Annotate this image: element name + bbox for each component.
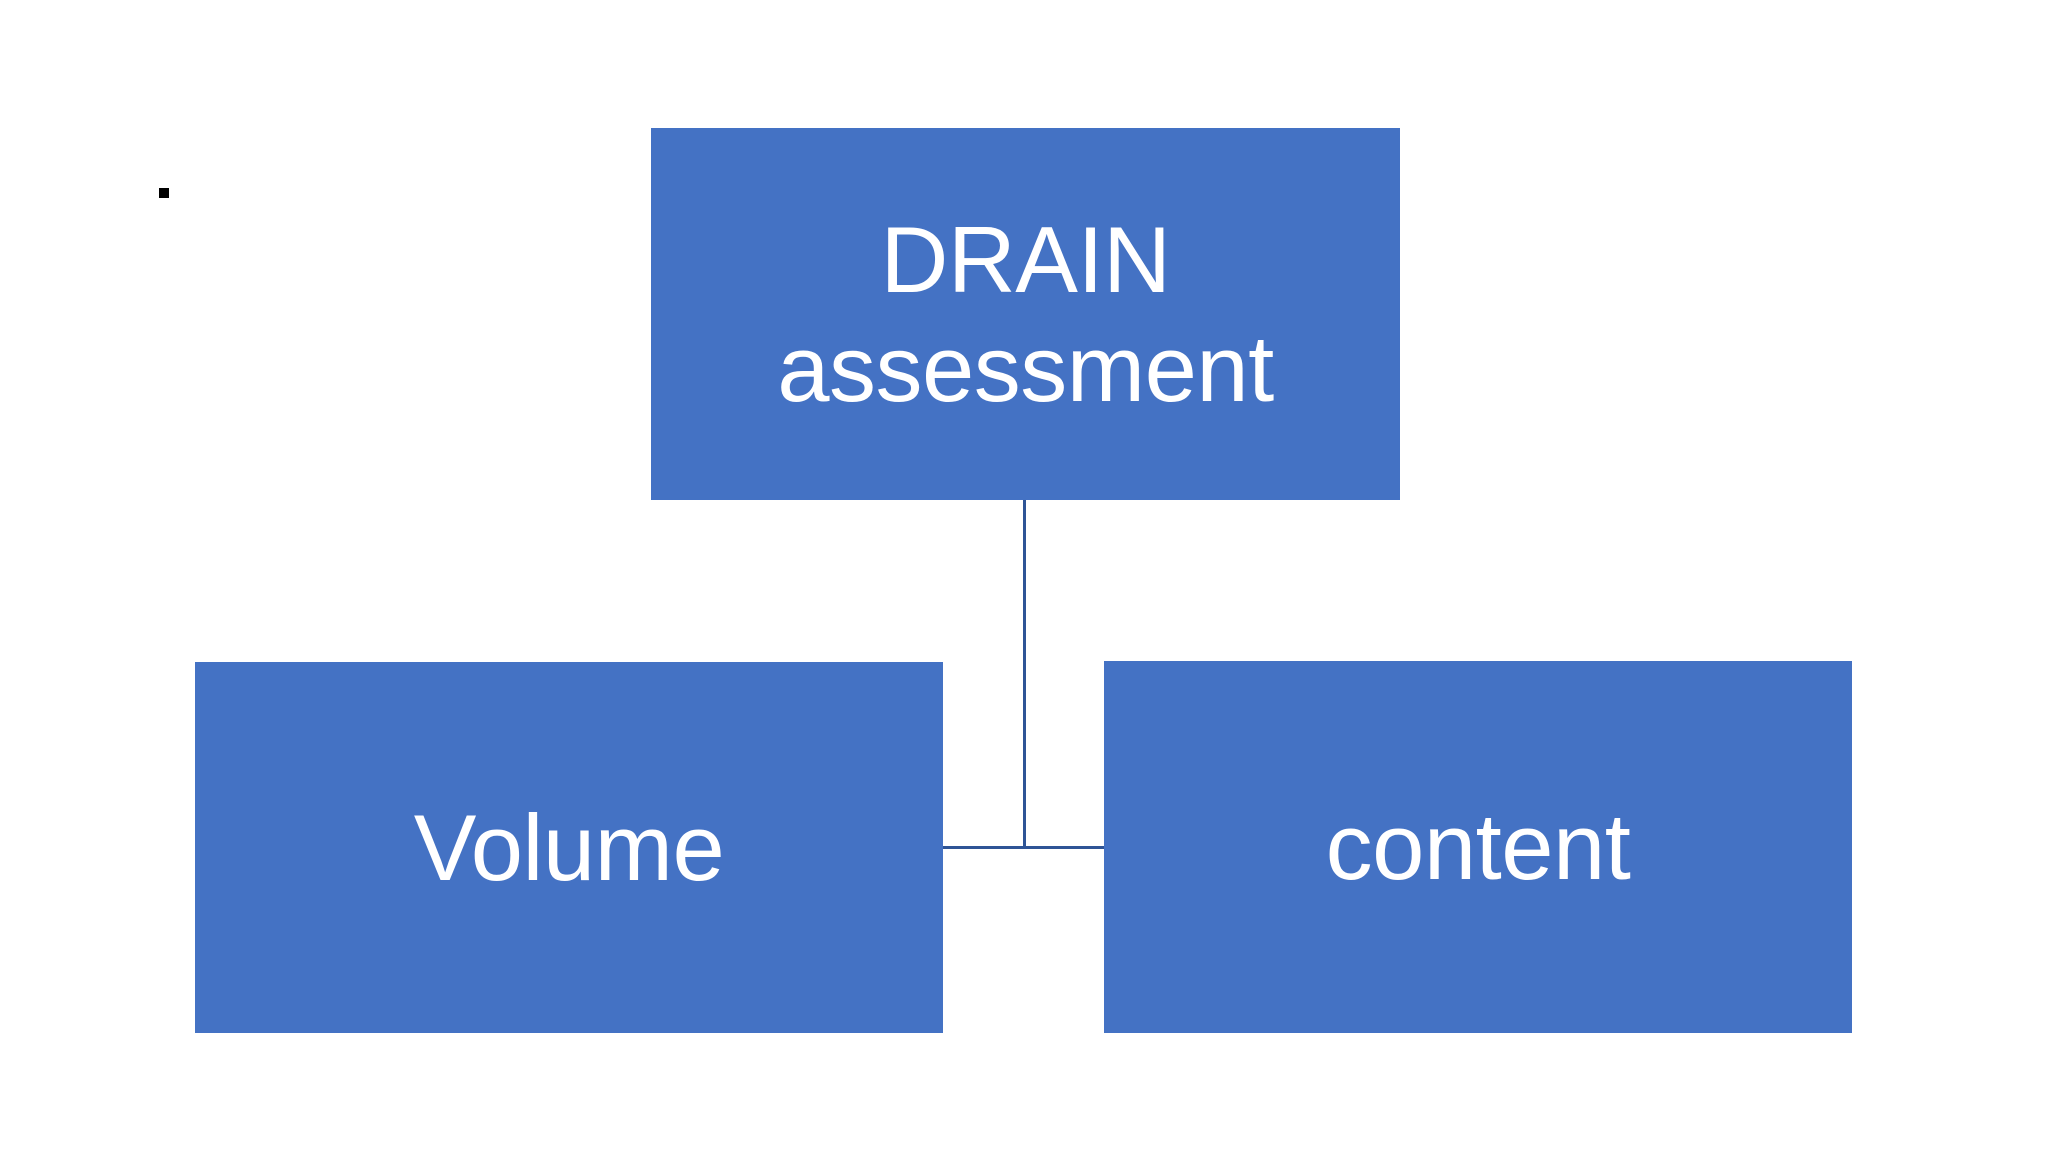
diagram-node-label: DRAIN assessment bbox=[777, 206, 1274, 421]
diagram-node-content[interactable]: content bbox=[1104, 661, 1852, 1033]
connector-vertical-root-to-children bbox=[1023, 500, 1026, 849]
connector-horizontal-children bbox=[943, 846, 1105, 849]
diagram-node-drain-assessment[interactable]: DRAIN assessment bbox=[651, 128, 1400, 500]
diagram-node-label: Volume bbox=[413, 794, 725, 900]
diagram-node-label: content bbox=[1325, 794, 1631, 900]
diagram-node-volume[interactable]: Volume bbox=[195, 662, 943, 1033]
bullet-point-marker bbox=[159, 188, 169, 198]
